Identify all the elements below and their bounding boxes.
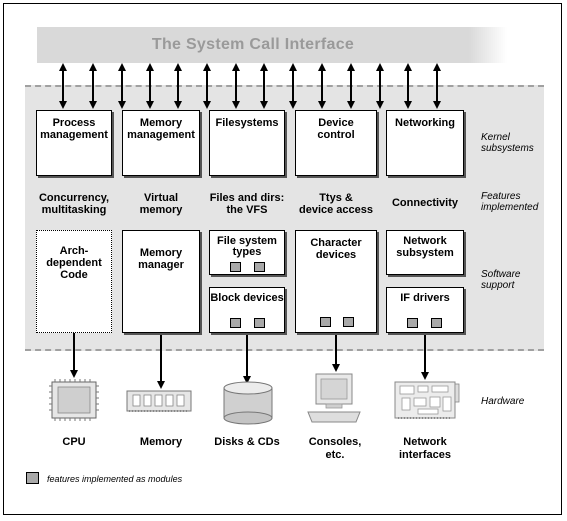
char-devices-label: Character xyxy=(310,237,362,249)
subsystem-memory-management: Memory management xyxy=(122,110,200,176)
feature-concurrency: Concurrency, multitasking xyxy=(29,192,119,216)
hardware-label-disks: Disks & CDs xyxy=(202,436,292,449)
module-icon xyxy=(254,318,265,328)
memory-manager-box: Memory manager xyxy=(122,230,200,333)
cpu-icon xyxy=(49,379,99,421)
side-label-kernel-subsystems: Kernel subsystems xyxy=(481,132,534,154)
side-label-line: Hardware xyxy=(481,396,525,407)
side-label-features: Features implemented xyxy=(481,191,538,213)
side-label-line: implemented xyxy=(481,202,539,213)
legend-text: features implemented as modules xyxy=(47,474,183,484)
arch-label: Arch- xyxy=(59,245,89,257)
side-label-software: Software support xyxy=(481,269,520,291)
block-devices-box: Block devices xyxy=(209,287,285,333)
if-drivers-label: IF drivers xyxy=(400,292,450,304)
side-label-line: subsystems xyxy=(481,143,534,154)
feature-line: device access xyxy=(298,204,373,216)
module-icon xyxy=(320,317,331,327)
side-label-hardware: Hardware xyxy=(481,396,524,407)
feature-line: Virtual xyxy=(143,192,179,204)
disk-icon xyxy=(223,381,273,425)
feature-line: Connectivity xyxy=(391,197,458,209)
module-icon xyxy=(407,318,418,328)
hardware-label-consoles: Consoles, etc. xyxy=(290,436,380,462)
feature-vfs: Files and dirs: the VFS xyxy=(202,192,292,216)
side-label-line: Software xyxy=(481,269,521,280)
module-icon xyxy=(230,262,241,272)
char-devices-label: devices xyxy=(315,249,357,261)
fs-types-label: File system xyxy=(217,235,277,247)
file-system-types-box: File system types xyxy=(209,230,285,275)
hardware-label-line: Disks & CDs xyxy=(214,436,280,448)
arch-label: Code xyxy=(60,269,88,281)
feature-line: Concurrency, xyxy=(38,192,110,204)
subsystem-label: Memory xyxy=(139,117,183,129)
feature-line: the VFS xyxy=(226,204,268,216)
subsystem-networking: Networking xyxy=(386,110,464,176)
hardware-label-network: Network interfaces xyxy=(380,436,470,462)
subsystem-label: management xyxy=(127,129,195,141)
console-icon xyxy=(307,373,361,423)
kernel-top-divider xyxy=(25,85,544,87)
feature-virtual-memory: Virtual memory xyxy=(116,192,206,216)
hardware-label-line: CPU xyxy=(62,436,86,448)
hardware-label-line: Memory xyxy=(139,436,183,448)
block-devices-label: Block devices xyxy=(210,292,284,304)
fs-types-label: types xyxy=(232,246,262,258)
hardware-label-line: etc. xyxy=(325,449,345,461)
net-subsystem-label: Network xyxy=(403,235,447,247)
subsystem-label: management xyxy=(40,129,108,141)
module-icon xyxy=(230,318,241,328)
feature-line: Files and dirs: xyxy=(209,192,285,204)
net-subsystem-label: subsystem xyxy=(396,247,454,259)
network-card-icon xyxy=(394,381,460,419)
subsystem-process-management: Process management xyxy=(36,110,112,176)
subsystem-device-control: Device control xyxy=(295,110,377,176)
subsystem-filesystems: Filesystems xyxy=(209,110,285,176)
hardware-label-line: Network xyxy=(403,436,447,448)
module-icon xyxy=(254,262,265,272)
memory-manager-label: manager xyxy=(138,259,184,271)
module-icon xyxy=(343,317,354,327)
character-devices-box: Character devices xyxy=(295,230,377,333)
hardware-label-line: Consoles, xyxy=(308,436,362,448)
system-call-interface: The System Call Interface xyxy=(37,27,507,63)
if-drivers-box: IF drivers xyxy=(386,287,464,333)
arch-dependent-code-box: Arch- dependent Code xyxy=(36,230,112,333)
feature-line: memory xyxy=(139,204,183,216)
feature-connectivity: Connectivity xyxy=(380,197,470,209)
subsystem-label: control xyxy=(317,129,355,141)
memory-manager-label: Memory xyxy=(139,247,183,259)
side-label-line: support xyxy=(481,280,515,291)
hardware-label-line: interfaces xyxy=(399,449,451,461)
legend-module-swatch xyxy=(26,472,39,484)
subsystem-label: Process xyxy=(52,117,96,129)
side-label-line: Kernel xyxy=(481,132,510,143)
side-label-line: Features xyxy=(481,191,521,202)
subsystem-label: Networking xyxy=(395,117,455,129)
hardware-label-memory: Memory xyxy=(116,436,206,449)
subsystem-label: Filesystems xyxy=(215,117,279,129)
feature-line: Ttys & xyxy=(319,192,353,204)
network-subsystem-box: Network subsystem xyxy=(386,230,464,275)
kernel-bottom-divider xyxy=(25,349,544,351)
module-icon xyxy=(431,318,442,328)
arch-label: dependent xyxy=(46,257,102,269)
feature-line: multitasking xyxy=(41,204,107,216)
feature-device-access: Ttys & device access xyxy=(291,192,381,216)
memory-icon xyxy=(126,390,192,412)
hardware-label-cpu: CPU xyxy=(29,436,119,449)
subsystem-label: Device xyxy=(318,117,354,129)
